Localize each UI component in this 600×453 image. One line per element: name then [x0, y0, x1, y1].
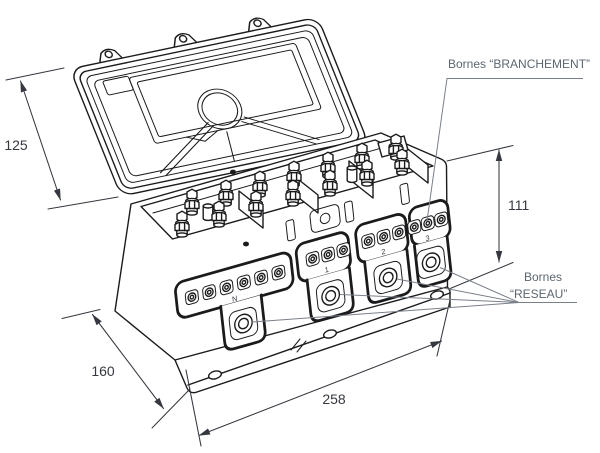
- terminal-section-2: 2: [354, 212, 413, 304]
- terminal-label-3: 3: [425, 233, 430, 243]
- dimension-lid-125: 125: [4, 67, 119, 210]
- reseau-label-line2: “RESEAU”: [510, 287, 567, 301]
- terminal-label-2: 2: [381, 247, 386, 257]
- branchement-label: Bornes “BRANCHEMENT”: [448, 57, 590, 71]
- network-terminal-big-n: [228, 306, 259, 341]
- box-body: N 1: [114, 132, 453, 394]
- dimension-111-label: 111: [508, 197, 529, 213]
- lid: [73, 17, 366, 195]
- lid-interior-ribs: [102, 43, 322, 177]
- terminal-section-1: 1: [294, 231, 355, 323]
- reseau-label-line1: Bornes: [524, 270, 562, 284]
- terminal-section-n: N: [174, 251, 295, 351]
- network-terminal-big-3: [416, 245, 446, 279]
- terminal-label-1: 1: [324, 265, 329, 275]
- annotation-reseau: Bornes “RESEAU”: [251, 267, 577, 323]
- dimension-125-label: 125: [4, 137, 28, 153]
- dimension-height-111: 111: [446, 144, 529, 290]
- front-terminal-panel: N 1: [174, 182, 453, 351]
- dimension-depth-160: 160: [61, 308, 191, 429]
- network-terminal-small-group: [184, 264, 286, 306]
- dimension-160-label: 160: [91, 363, 115, 379]
- terminal-section-3: 3: [407, 199, 453, 288]
- network-terminal-big-2: [373, 260, 403, 295]
- lid-outer-wall: [73, 18, 366, 195]
- dimension-258-label: 258: [322, 391, 346, 407]
- terminal-label-n: N: [232, 294, 238, 304]
- panel-slots: [285, 182, 410, 242]
- dimension-width-258: 258: [185, 299, 451, 447]
- network-terminal-big-1: [315, 279, 346, 313]
- annotation-branchement: Bornes “BRANCHEMENT”: [426, 57, 590, 222]
